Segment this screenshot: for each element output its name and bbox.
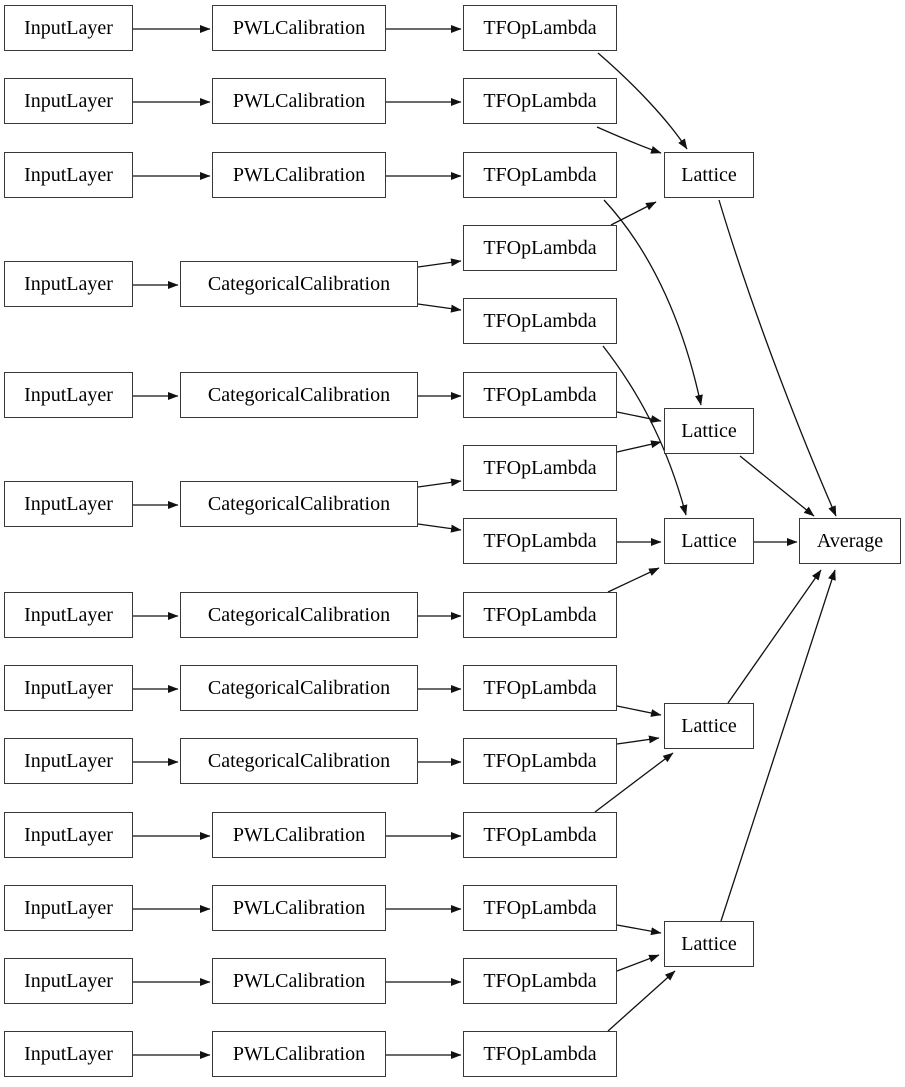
categorical-calibration-node-4: CategoricalCalibration [180, 592, 418, 638]
categorical-calibration-node-6: CategoricalCalibration [180, 738, 418, 784]
input-layer-node-9: InputLayer [4, 738, 133, 784]
tf-op-lambda-node-6: TFOpLambda [463, 372, 617, 418]
lattice-node-2: Lattice [664, 408, 754, 454]
lattice-node-4: Lattice [664, 703, 754, 749]
average-node: Average [799, 518, 901, 564]
tf-op-lambda-node-7: TFOpLambda [463, 445, 617, 491]
pwl-calibration-node-5: PWLCalibration [212, 885, 386, 931]
tf-op-lambda-node-14: TFOpLambda [463, 958, 617, 1004]
lattice-node-3: Lattice [664, 518, 754, 564]
input-layer-node-7: InputLayer [4, 592, 133, 638]
tf-op-lambda-node-13: TFOpLambda [463, 885, 617, 931]
edges [133, 25, 837, 1059]
input-layer-node-12: InputLayer [4, 958, 133, 1004]
input-layer-node-6: InputLayer [4, 481, 133, 527]
tf-op-lambda-node-11: TFOpLambda [463, 738, 617, 784]
tf-op-lambda-node-3: TFOpLambda [463, 152, 617, 198]
input-layer-node-2: InputLayer [4, 78, 133, 124]
input-layer-node-3: InputLayer [4, 152, 133, 198]
tf-op-lambda-node-9: TFOpLambda [463, 592, 617, 638]
categorical-calibration-node-1: CategoricalCalibration [180, 261, 418, 307]
tf-op-lambda-node-4: TFOpLambda [463, 225, 617, 271]
lattice-node-1: Lattice [664, 152, 754, 198]
tf-op-lambda-node-2: TFOpLambda [463, 78, 617, 124]
pwl-calibration-node-1: PWLCalibration [212, 5, 386, 51]
input-layer-node-8: InputLayer [4, 665, 133, 711]
input-layer-node-5: InputLayer [4, 372, 133, 418]
pwl-calibration-node-3: PWLCalibration [212, 152, 386, 198]
input-layer-node-10: InputLayer [4, 812, 133, 858]
tf-op-lambda-node-10: TFOpLambda [463, 665, 617, 711]
categorical-calibration-node-2: CategoricalCalibration [180, 372, 418, 418]
pwl-calibration-node-7: PWLCalibration [212, 1031, 386, 1077]
input-layer-node-4: InputLayer [4, 261, 133, 307]
categorical-calibration-node-3: CategoricalCalibration [180, 481, 418, 527]
tf-op-lambda-node-8: TFOpLambda [463, 518, 617, 564]
tf-op-lambda-node-15: TFOpLambda [463, 1031, 617, 1077]
tf-op-lambda-node-1: TFOpLambda [463, 5, 617, 51]
input-layer-node-11: InputLayer [4, 885, 133, 931]
categorical-calibration-node-5: CategoricalCalibration [180, 665, 418, 711]
tf-op-lambda-node-5: TFOpLambda [463, 298, 617, 344]
pwl-calibration-node-4: PWLCalibration [212, 812, 386, 858]
pwl-calibration-node-2: PWLCalibration [212, 78, 386, 124]
input-layer-node-1: InputLayer [4, 5, 133, 51]
pwl-calibration-node-6: PWLCalibration [212, 958, 386, 1004]
lattice-node-5: Lattice [664, 921, 754, 967]
tf-op-lambda-node-12: TFOpLambda [463, 812, 617, 858]
input-layer-node-13: InputLayer [4, 1031, 133, 1077]
